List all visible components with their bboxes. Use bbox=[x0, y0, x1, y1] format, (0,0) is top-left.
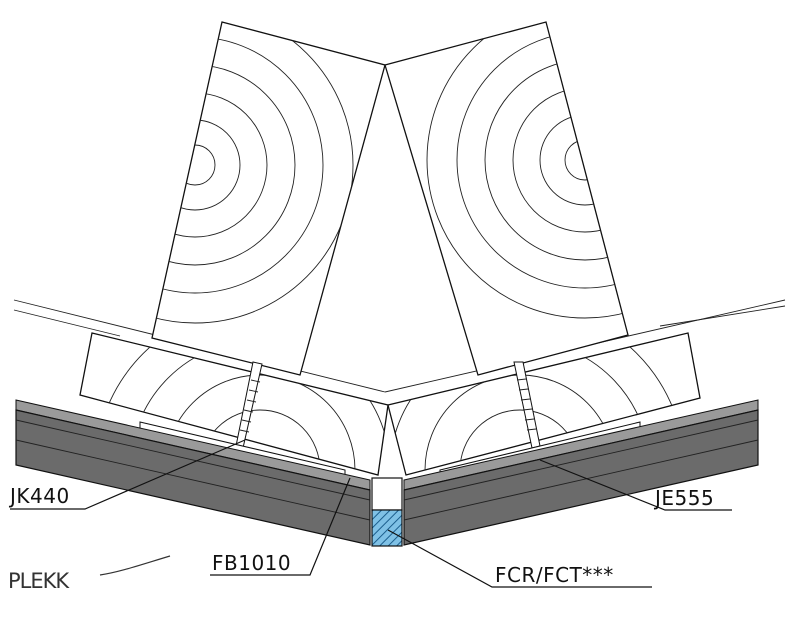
leader-lines bbox=[10, 439, 732, 588]
left-screw bbox=[235, 361, 263, 449]
left-timber-beam bbox=[151, 21, 386, 376]
label-fb1010: FB1010 bbox=[212, 551, 291, 575]
label-jk440: JK440 bbox=[8, 484, 70, 508]
label-fcr-fct: FCR/FCT*** bbox=[495, 563, 614, 587]
left-facade-panel bbox=[15, 399, 371, 546]
right-timber-beam bbox=[384, 21, 629, 376]
fcr-fct-joint-seal bbox=[371, 509, 403, 547]
corner-joint bbox=[371, 477, 403, 547]
label-je555: JE555 bbox=[653, 486, 714, 510]
handwritten-note: PLEKK bbox=[8, 569, 70, 593]
right-facade-panel bbox=[403, 399, 759, 546]
